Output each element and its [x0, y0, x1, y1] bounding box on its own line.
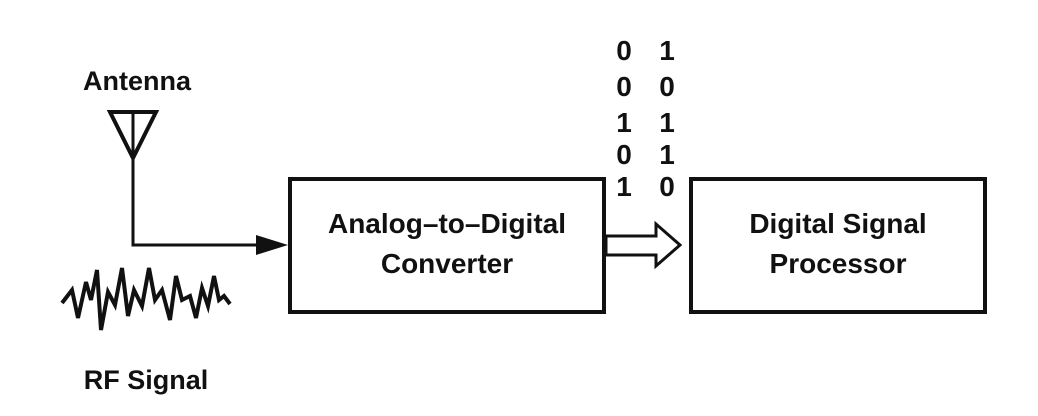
dsp-label-line2: Processor	[770, 248, 907, 279]
dsp-label-line1: Digital Signal	[749, 208, 926, 239]
bit: 1	[616, 171, 632, 202]
adc-label-line1: Analog–to–Digital	[328, 208, 566, 239]
rf-waveform-icon	[60, 267, 232, 331]
bit: 0	[616, 35, 632, 66]
bit: 0	[616, 139, 632, 170]
bit: 0	[659, 71, 675, 102]
bit: 0	[616, 71, 632, 102]
arrow-icon	[256, 235, 288, 255]
adc-box	[288, 177, 606, 314]
bit: 1	[659, 107, 675, 138]
antenna-icon	[106, 110, 160, 163]
signal-wire	[131, 158, 256, 247]
hollow-arrow-icon	[604, 220, 683, 270]
bit: 1	[616, 107, 632, 138]
bit: 1	[659, 139, 675, 170]
rf-signal-label: RF Signal	[84, 365, 209, 395]
bit: 1	[659, 35, 675, 66]
adc-label-line2: Converter	[381, 248, 513, 279]
dsp-box	[689, 177, 987, 314]
bit: 0	[659, 171, 675, 202]
binary-bits: 0 0 1 0 1 1 0 1 1 0	[616, 35, 675, 202]
antenna-label: Antenna	[83, 66, 192, 96]
